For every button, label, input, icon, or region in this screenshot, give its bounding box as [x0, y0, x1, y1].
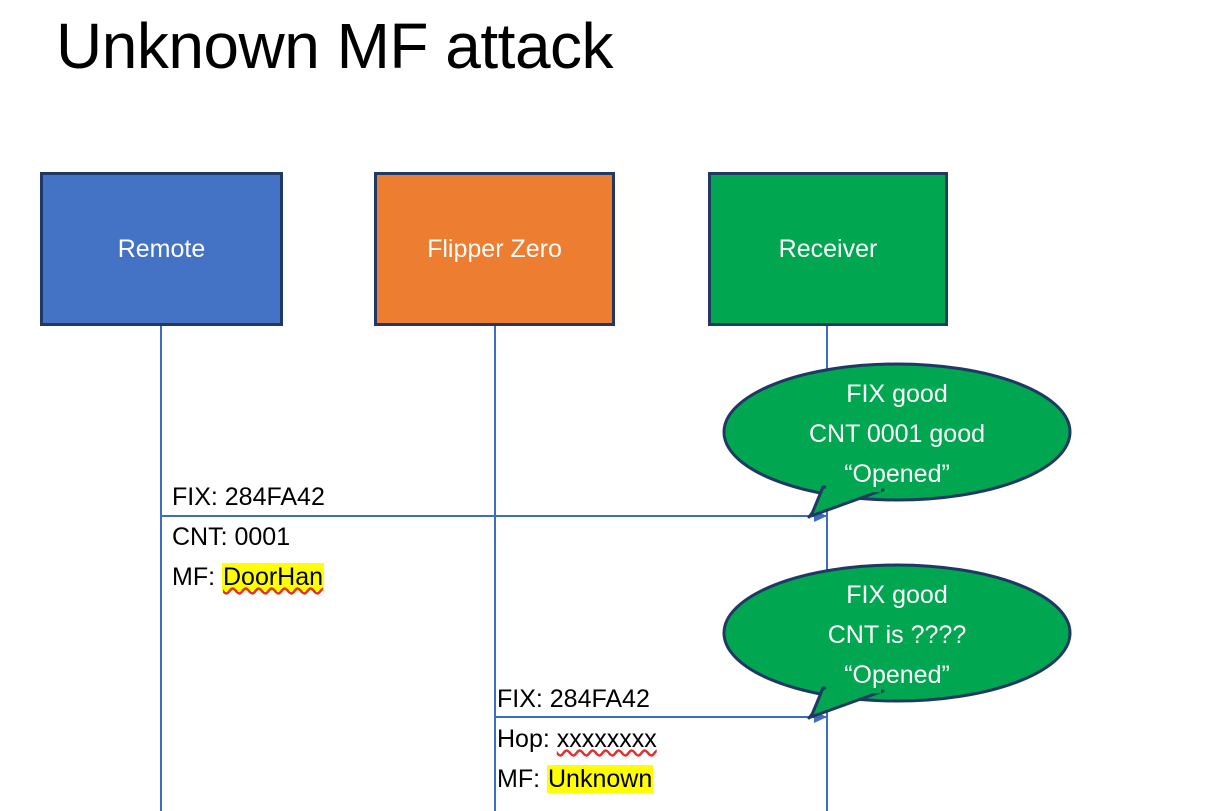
message-line-mf: MF: Unknown	[497, 759, 657, 799]
message-line-cnt: CNT: 0001	[172, 517, 325, 557]
message-mf-value-highlighted: Unknown	[547, 765, 654, 793]
message-hop-prefix: Hop:	[497, 725, 557, 753]
callout-ellipse-icon	[722, 362, 1072, 502]
lifeline-flipper	[494, 326, 496, 811]
message-fix-text: FIX: 284FA42	[172, 483, 325, 511]
lifeline-receiver	[826, 326, 828, 811]
message-line-hop: Hop: xxxxxxxx	[497, 719, 657, 759]
message-fix-text: FIX: 284FA42	[497, 685, 650, 713]
actor-label-remote: Remote	[117, 235, 206, 263]
lifeline-remote	[160, 326, 162, 811]
message-line-mf: MF: DoorHan	[172, 557, 325, 597]
callout-ellipse-icon	[722, 563, 1072, 703]
message-mf-prefix: MF:	[497, 765, 547, 793]
actor-box-receiver[interactable]: Receiver	[708, 172, 948, 326]
message-cnt-prefix: CNT:	[172, 523, 235, 551]
message-mf-prefix: MF:	[172, 563, 222, 591]
callout-tail-seam	[825, 485, 882, 493]
message-line-fix: FIX: 284FA42	[497, 679, 657, 719]
callout-bubble-first[interactable]: FIX good CNT 0001 good “Opened”	[722, 362, 1072, 519]
message-cnt-value: 0001	[234, 523, 291, 551]
callout-bubble-shape	[722, 362, 1072, 519]
actor-label-receiver: Receiver	[778, 235, 878, 263]
callout-bubble-shape	[722, 563, 1072, 720]
page-title: Unknown MF attack	[56, 10, 614, 82]
message-mf-value-highlighted: DoorHan	[222, 563, 325, 591]
message-label-remote-to-receiver: FIX: 284FA42 CNT: 0001 MF: DoorHan	[172, 477, 325, 597]
message-label-flipper-to-receiver: FIX: 284FA42 Hop: xxxxxxxx MF: Unknown	[497, 679, 657, 799]
callout-tail-seam	[825, 686, 882, 694]
callout-bubble-second[interactable]: FIX good CNT is ???? “Opened”	[722, 563, 1072, 720]
message-line-fix: FIX: 284FA42	[172, 477, 325, 517]
actor-box-remote[interactable]: Remote	[40, 172, 283, 326]
actor-box-flipper[interactable]: Flipper Zero	[374, 172, 615, 326]
message-hop-value: xxxxxxxx	[556, 725, 657, 753]
actor-label-flipper: Flipper Zero	[427, 235, 562, 263]
